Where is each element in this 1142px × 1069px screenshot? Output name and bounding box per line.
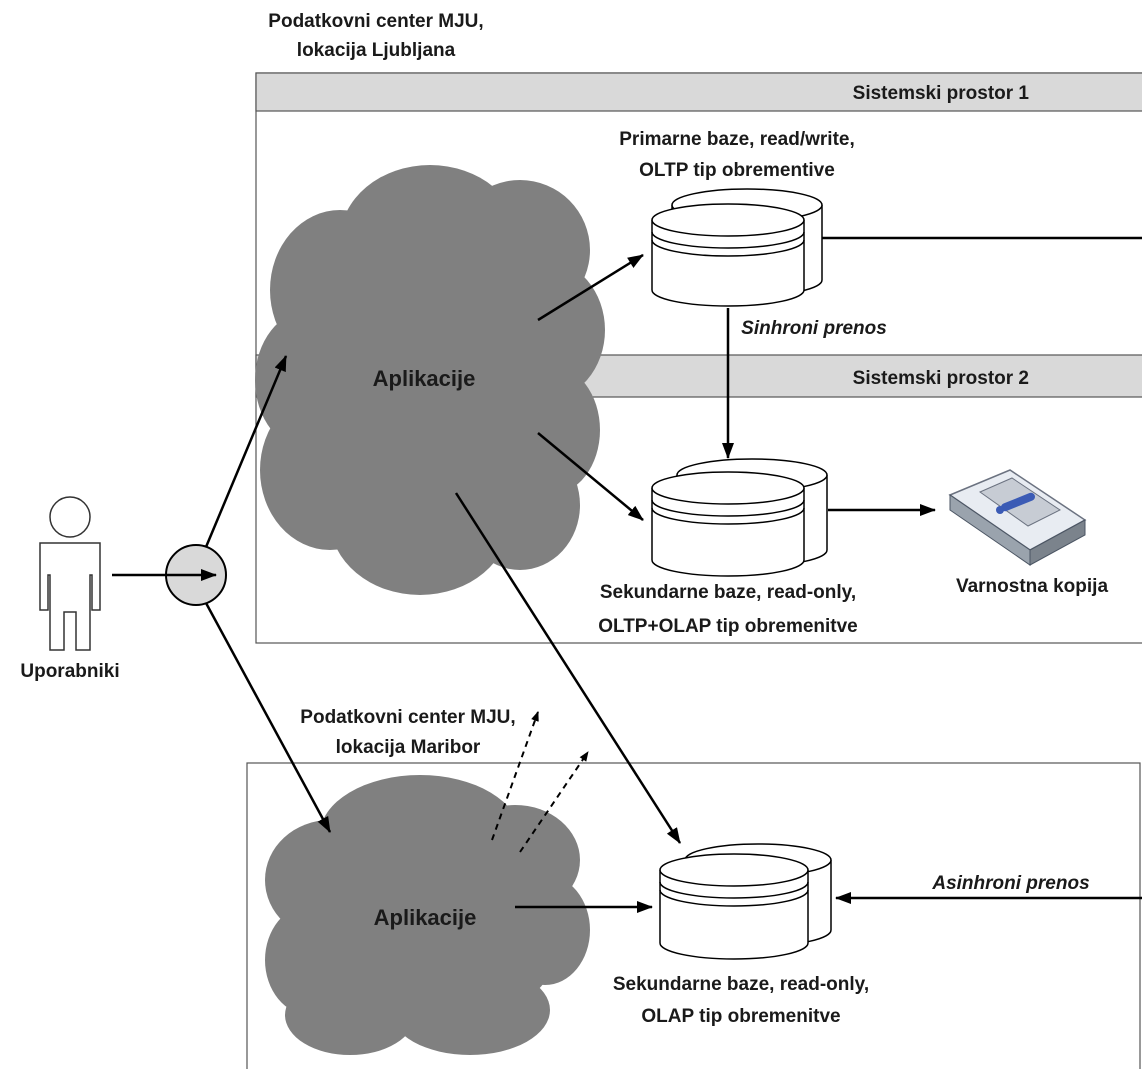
secondary-db-1-label-2: OLTP+OLAP tip obremenitve (598, 616, 858, 637)
secondary-db-2-label-2: OLAP tip obremenitve (641, 1006, 840, 1027)
primary-db-label-2: OLTP tip obrementive (639, 160, 835, 181)
primary-db-label-1: Primarne baze, read/write, (619, 129, 855, 150)
cloud-bottom-label: Aplikacije (374, 905, 477, 930)
secondary-db-2-label-1: Sekundarne baze, read-only, (613, 974, 869, 995)
arrow-router-to-cloud-bottom (204, 602, 332, 833)
cloud-top (255, 165, 605, 595)
arrow-cloud-top-to-secondary-db-2 (454, 492, 682, 844)
backup-tape-icon (948, 469, 1087, 566)
system-space-1-label: Sistemski prostor 1 (853, 83, 1030, 104)
secondary-db-1-label-1: Sekundarne baze, read-only, (600, 582, 856, 603)
datacenter-maribor-label-2: lokacija Maribor (336, 737, 481, 758)
arrow-router-to-cloud-top (204, 355, 288, 548)
backup-label: Varnostna kopija (956, 576, 1108, 597)
datacenter-ljubljana-label-2: lokacija Ljubljana (297, 40, 456, 61)
datacenter-ljubljana-label-1: Podatkovni center MJU, (268, 11, 483, 32)
sync-transfer-label: Sinhroni prenos (741, 318, 887, 339)
connectors (112, 236, 1142, 913)
users-label: Uporabniki (20, 661, 119, 682)
cloud-top-label: Aplikacije (373, 366, 476, 391)
arrow-cloud-top-to-primary-db (537, 253, 644, 322)
user-icon (39, 496, 101, 651)
datacenter-maribor-label-1: Podatkovni center MJU, (300, 707, 515, 728)
arrow-cloud-top-to-secondary-db-1 (537, 432, 644, 521)
system-space-2-label: Sistemski prostor 2 (853, 368, 1029, 389)
cloud-bottom (265, 775, 590, 1055)
dashed-arrow-2 (519, 751, 589, 853)
async-transfer-label: Asinhroni prenos (931, 873, 1089, 894)
system-space-1-band (255, 72, 1142, 112)
dashed-arrow-1 (491, 711, 539, 841)
secondary-db-1-icon (651, 458, 828, 577)
primary-db-icon (651, 188, 823, 307)
secondary-db-2-icon (659, 843, 832, 960)
